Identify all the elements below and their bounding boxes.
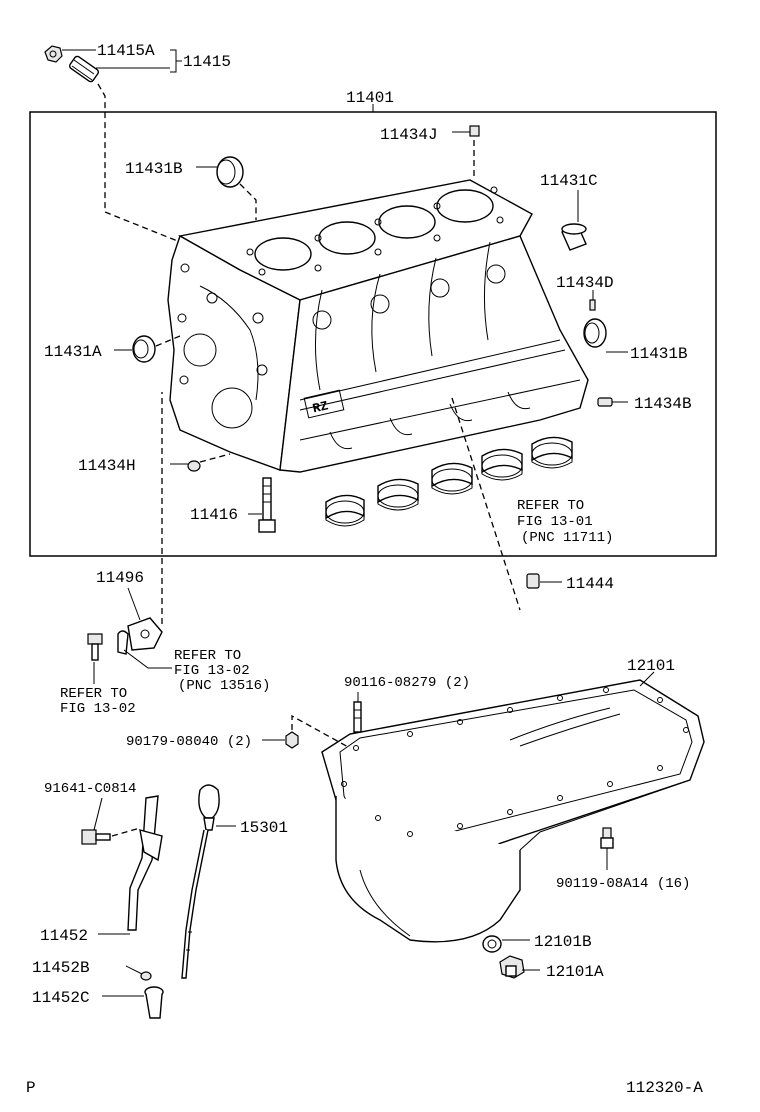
pin-11444[interactable] — [526, 573, 540, 589]
leader-12101 — [639, 671, 655, 687]
label-11431C: 11431C — [540, 172, 598, 190]
label-90116: 90116-08279 (2) — [344, 675, 470, 691]
plug-11431B-top[interactable] — [216, 156, 244, 188]
label-11452C: 11452C — [32, 989, 90, 1007]
cylinder-block-11401[interactable]: RZ — [167, 179, 589, 473]
oil-pan-12101[interactable] — [321, 679, 705, 943]
pin-11434H[interactable] — [187, 460, 201, 472]
label-11452B: 11452B — [32, 959, 90, 977]
corner-marker: P — [26, 1079, 36, 1097]
dash-bearing-group — [451, 397, 521, 611]
block-cast-mark: RZ — [311, 398, 330, 416]
label-11431B-top: 11431B — [125, 160, 183, 178]
leader-91641 — [93, 797, 103, 831]
bolt-13-02[interactable] — [87, 633, 103, 661]
guide-11452[interactable] — [127, 795, 163, 931]
label-11444: 11444 — [566, 575, 614, 593]
tube-11452C[interactable] — [144, 986, 164, 1019]
dash-11431A — [155, 335, 181, 347]
label-90179: 90179-08040 (2) — [126, 734, 252, 750]
dash-11434H — [199, 453, 231, 463]
plug-11431B-right[interactable] — [583, 318, 607, 348]
label-11452: 11452 — [40, 927, 88, 945]
pin-11434B[interactable] — [597, 397, 613, 407]
refer-13-02a-line3: (PNC 13516) — [178, 678, 270, 694]
dash-91641 — [111, 827, 141, 837]
stud-90116-08279[interactable] — [353, 701, 362, 733]
bracket-11415 — [170, 49, 182, 73]
label-15301: 15301 — [240, 819, 288, 837]
pin-11434D[interactable] — [589, 299, 596, 311]
refer-13-01-line1: REFER TO — [517, 498, 584, 514]
label-12101A: 12101A — [546, 963, 604, 981]
plug-12101A[interactable] — [499, 955, 525, 979]
label-11415A: 11415A — [97, 42, 155, 60]
dash-11415-to-block — [97, 83, 181, 243]
plate-11496[interactable] — [127, 617, 163, 651]
figure-id: 112320-A — [626, 1079, 703, 1097]
label-11434H: 11434H — [78, 457, 136, 475]
o-ring-11452B[interactable] — [140, 971, 152, 981]
label-11401: 11401 — [346, 89, 394, 107]
plug-11431C[interactable] — [561, 223, 587, 251]
gauge-15301[interactable] — [181, 784, 220, 979]
dash-90179 — [291, 714, 351, 749]
refer-13-01-line2: FIG 13-01 — [517, 514, 593, 530]
dash-11431B-top — [239, 183, 257, 220]
label-11434J: 11434J — [380, 126, 438, 144]
refer-13-01-line3: (PNC 11711) — [521, 530, 613, 546]
bolt-11416[interactable] — [258, 477, 276, 533]
crank-bearing-set[interactable] — [325, 436, 573, 527]
refer-13-02a-line2: FIG 13-02 — [174, 663, 250, 679]
bolt-91641-C0814[interactable] — [81, 829, 111, 845]
leader-11452B — [125, 965, 143, 975]
refer-13-02b-line2: FIG 13-02 — [60, 701, 136, 717]
label-90119: 90119-08A14 (16) — [556, 876, 690, 892]
label-11496: 11496 — [96, 569, 144, 587]
label-11431A: 11431A — [44, 343, 102, 361]
leader-11496 — [127, 587, 141, 621]
refer-13-02a-line1: REFER TO — [174, 648, 241, 664]
label-11434B: 11434B — [634, 395, 692, 413]
plug-11431A[interactable] — [132, 335, 156, 363]
label-11415: 11415 — [183, 53, 231, 71]
clip-13516[interactable] — [117, 630, 129, 655]
label-11434D: 11434D — [556, 274, 614, 292]
refer-13-02b-line1: REFER TO — [60, 686, 127, 702]
label-12101: 12101 — [627, 657, 675, 675]
leader-13516 — [123, 649, 172, 669]
label-12101B: 12101B — [534, 933, 592, 951]
gasket-12101B[interactable] — [482, 935, 502, 953]
label-11416: 11416 — [190, 506, 238, 524]
nut-90179-08040[interactable] — [285, 731, 299, 749]
label-11431B-right: 11431B — [630, 345, 688, 363]
plug-11415A[interactable] — [44, 45, 63, 63]
label-91641: 91641-C0814 — [44, 781, 136, 797]
bolt-90119-08A14[interactable] — [600, 827, 614, 849]
union-11415[interactable] — [68, 55, 100, 83]
pin-11434J[interactable] — [469, 125, 480, 137]
